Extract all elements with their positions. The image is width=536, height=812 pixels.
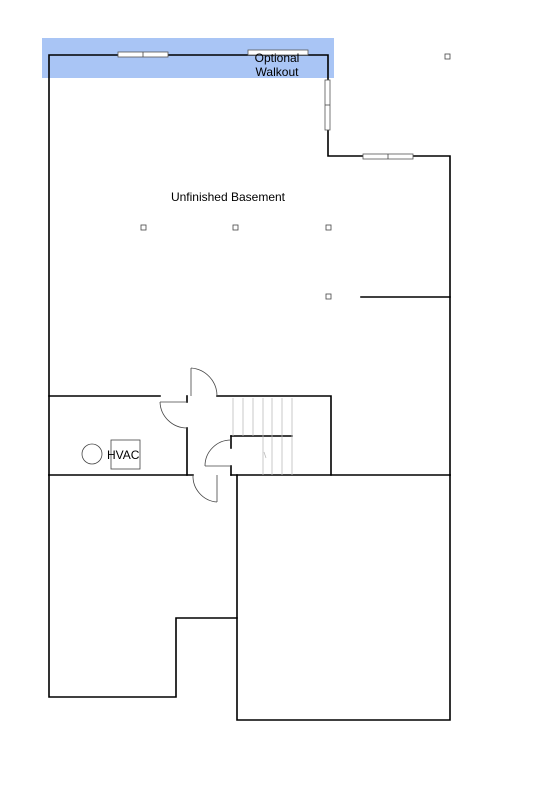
walkout-label-line1: Optional: [255, 51, 300, 65]
lower-right-room-wall: [236, 474, 451, 721]
window-right-vertical: [324, 79, 331, 131]
walkout-label-line2: Walkout: [256, 65, 300, 79]
window-right-top: [362, 153, 414, 160]
door-stair: [204, 439, 232, 467]
window-walkout: [247, 49, 309, 56]
stair-treads: [232, 398, 293, 475]
door-upper: [190, 367, 218, 397]
door-lower: [192, 474, 218, 503]
unfinished-basement-label: Unfinished Basement: [171, 190, 286, 204]
water-heater-circle: [81, 443, 103, 465]
outer-wall-main: [48, 54, 451, 476]
stair-enclosure-wall: [216, 395, 332, 476]
lower-left-room-wall: [48, 474, 238, 698]
hvac-label: HVAC: [107, 448, 140, 462]
optional-walkout-highlight: [42, 38, 334, 78]
window-top: [117, 51, 169, 58]
hvac-unit: [110, 439, 141, 470]
door-hvac: [159, 401, 188, 429]
support-posts: [140, 53, 451, 300]
